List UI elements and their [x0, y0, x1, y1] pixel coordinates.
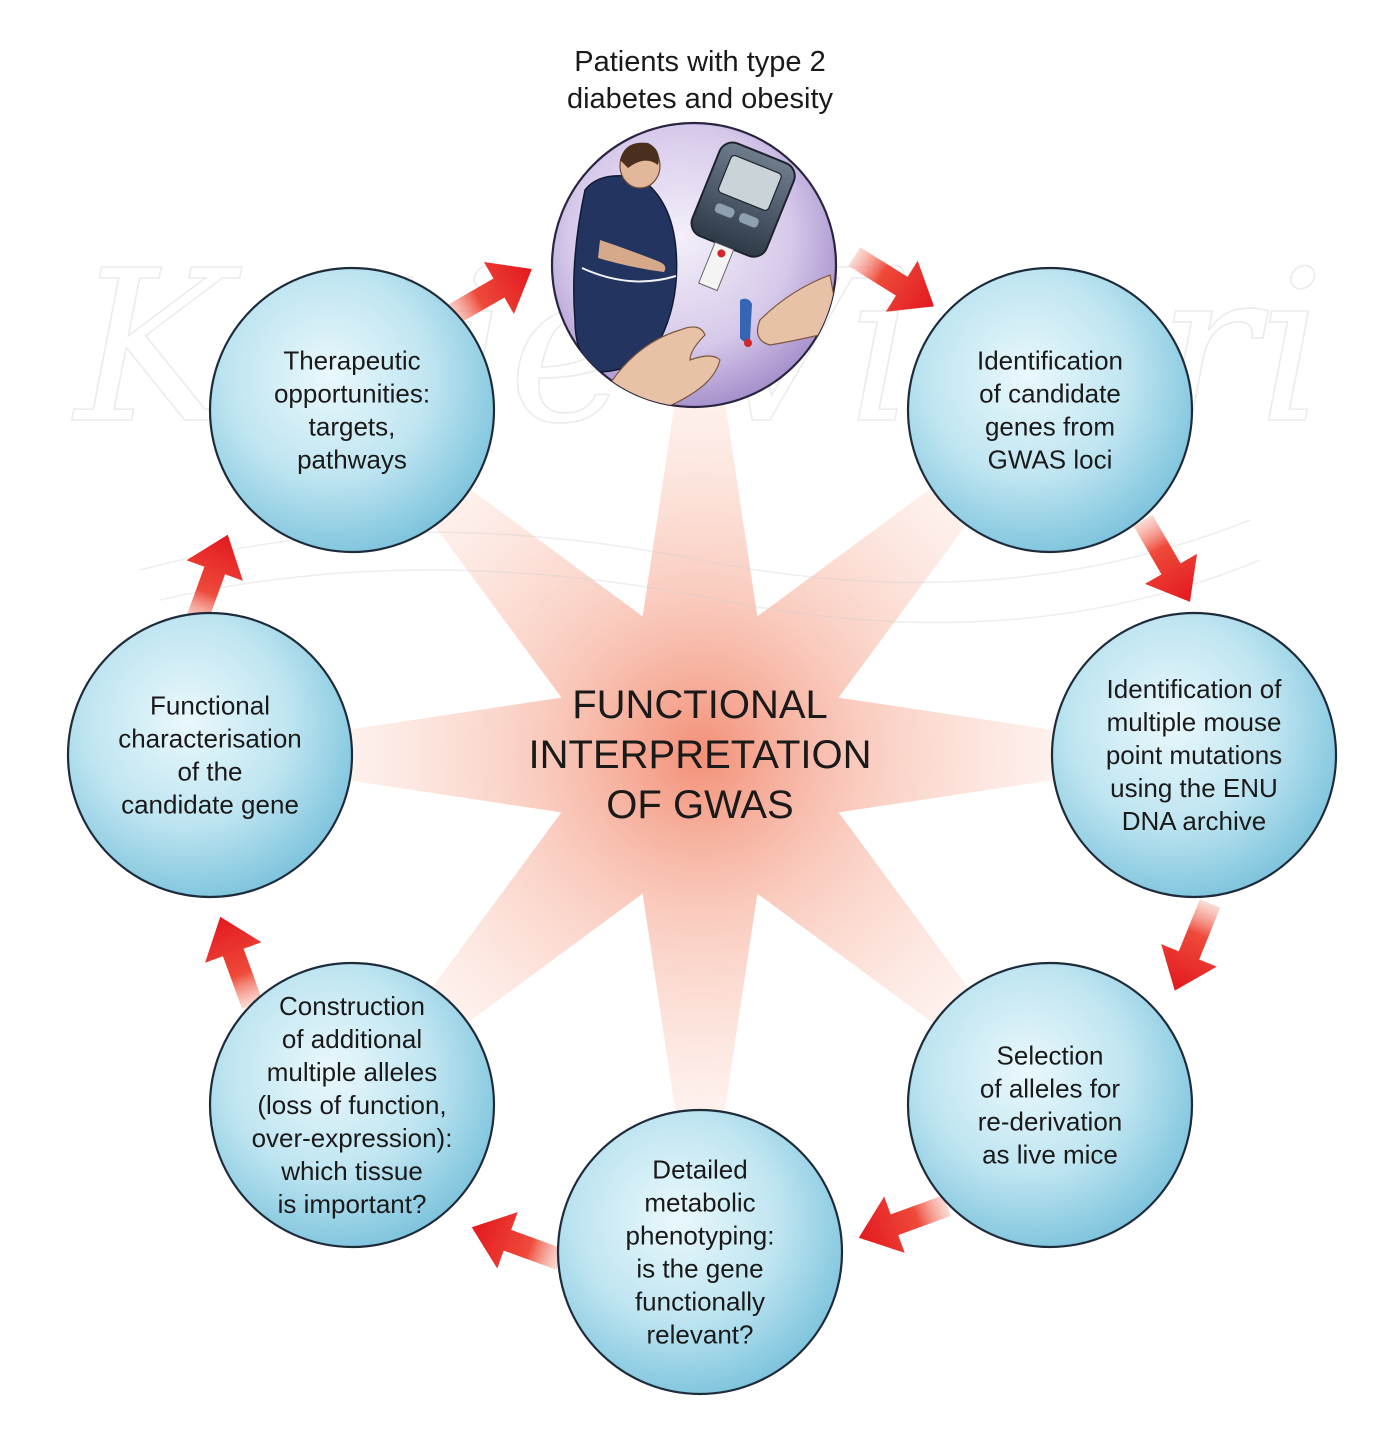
node-label-line: using the ENU [1110, 773, 1278, 803]
node-label-line: targets, [309, 412, 396, 442]
glucose-meter-icon [690, 141, 796, 292]
node-label-line: re-derivation [978, 1107, 1123, 1137]
node-label-line: Detailed [652, 1155, 747, 1185]
node-circle [906, 961, 1194, 1249]
top-caption-line: Patients with type 2 [574, 46, 825, 78]
node-label-line: functionally [635, 1287, 765, 1317]
center-title-line: OF GWAS [606, 783, 793, 827]
node-label-line: Selection [997, 1041, 1104, 1071]
top-caption-line: diabetes and obesity [567, 83, 834, 115]
node-circle [906, 266, 1194, 554]
node-label-line: Therapeutic [283, 346, 420, 376]
node-label-line: Construction [279, 991, 425, 1021]
node-label-line: relevant? [647, 1320, 754, 1350]
node-label-line: of candidate [979, 379, 1121, 409]
node-circle [1050, 611, 1338, 899]
node-label-line: of alleles for [980, 1074, 1121, 1104]
flow-arrow-icon [471, 1212, 564, 1270]
node-label-line: which tissue [280, 1156, 423, 1186]
patient-illustration-icon [550, 121, 838, 409]
node-circle [208, 266, 496, 554]
node-label-line: Functional [150, 691, 270, 721]
node-label-line: over-expression): [252, 1123, 453, 1153]
node-label-line: point mutations [1106, 740, 1282, 770]
node-label-line: Identification of [1107, 674, 1283, 704]
flow-arrow-icon [858, 1195, 951, 1253]
node-label-line: multiple alleles [267, 1057, 438, 1087]
flow-arrow-icon [444, 262, 532, 326]
top-caption: Patients with type 2 diabetes and obesit… [567, 46, 834, 115]
node-label-line: DNA archive [1122, 806, 1267, 836]
node-label-line: candidate gene [121, 790, 299, 820]
node-circle [208, 961, 496, 1249]
node-label-line: characterisation [118, 724, 302, 754]
node-label-line: as live mice [982, 1140, 1118, 1170]
flow-arrow-icon [1133, 514, 1197, 602]
node-label-line: phenotyping: [626, 1221, 775, 1251]
node-label-line: is important? [278, 1189, 427, 1219]
node-label-line: genes from [985, 412, 1115, 442]
flow-arrow-icon [185, 534, 243, 627]
node-label-line: (loss of function, [257, 1090, 446, 1120]
node-label-line: of the [177, 757, 242, 787]
node-label-line: of additional [282, 1024, 422, 1054]
node-label-line: Identification [977, 346, 1123, 376]
center-title-line: INTERPRETATION [529, 733, 872, 777]
flow-arrow-icon [848, 247, 935, 312]
node-label-line: metabolic [644, 1188, 755, 1218]
center-title: FUNCTIONAL INTERPRETATION OF GWAS [529, 683, 872, 827]
node-label-line: is the gene [636, 1254, 763, 1284]
flow-arrow-icon [1161, 899, 1221, 991]
node-circle [556, 1108, 844, 1396]
flow-arrows [185, 247, 1221, 1270]
node-label-line: pathways [297, 445, 407, 475]
node-therapeutic-opportunities: Therapeuticopportunities:targets,pathway… [208, 266, 496, 554]
node-label-line: GWAS loci [988, 445, 1113, 475]
node-circle [66, 611, 354, 899]
node-label-line: multiple mouse [1107, 707, 1282, 737]
node-label-line: opportunities: [274, 379, 430, 409]
center-title-line: FUNCTIONAL [572, 683, 828, 727]
flow-arrow-icon [205, 916, 263, 1009]
